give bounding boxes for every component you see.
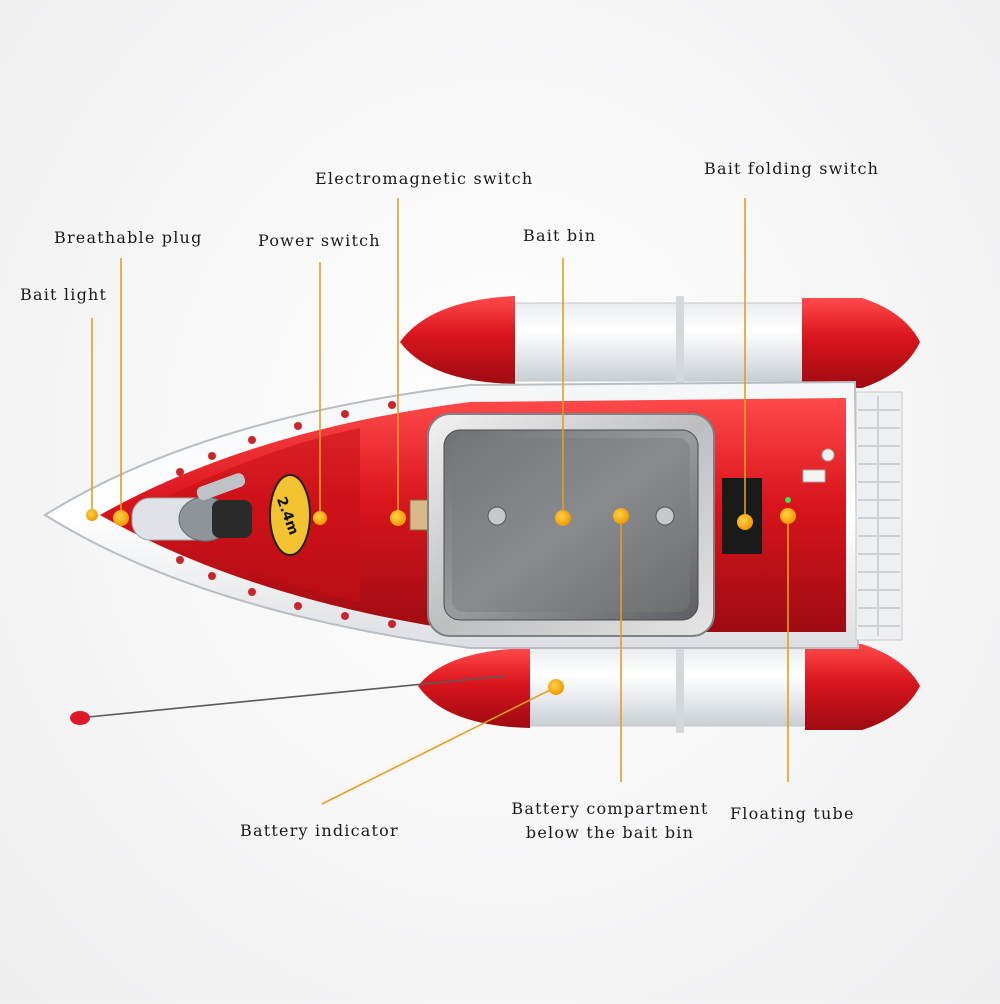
marker-power-switch bbox=[313, 511, 327, 525]
label-battery-compartment: Battery compartment below the bait bin bbox=[510, 797, 710, 845]
marker-battery-indicator bbox=[548, 679, 564, 695]
label-breathable-plug: Breathable plug bbox=[54, 228, 203, 247]
hull-badge bbox=[269, 474, 311, 556]
label-bait-bin: Bait bin bbox=[523, 226, 597, 245]
top-float-tail-cap bbox=[802, 298, 920, 388]
marker-bait-bin bbox=[555, 510, 571, 526]
bottom-floating-tube bbox=[418, 644, 920, 733]
marker-electromagnetic-switch bbox=[390, 510, 406, 526]
breathable-plug-knob bbox=[212, 500, 252, 538]
marker-battery-compartment bbox=[613, 508, 629, 524]
antenna-wire bbox=[77, 675, 506, 719]
label-battery-compartment-line2: below the bait bin bbox=[525, 823, 695, 842]
top-floating-tube bbox=[400, 296, 920, 388]
marker-bait-folding-switch bbox=[737, 514, 753, 530]
marker-bait-light bbox=[86, 509, 98, 521]
bait-bin-tray bbox=[427, 413, 715, 637]
label-battery-compartment-line1: Battery compartment bbox=[511, 799, 709, 818]
label-battery-indicator: Battery indicator bbox=[240, 821, 399, 840]
label-bait-light: Bait light bbox=[20, 285, 108, 304]
label-floating-tube: Floating tube bbox=[730, 804, 855, 823]
top-float-nose-cap bbox=[400, 296, 515, 384]
marker-floating-tube bbox=[780, 508, 796, 524]
antenna-tip bbox=[70, 711, 90, 725]
label-electromagnetic-switch: Electromagnetic switch bbox=[315, 169, 534, 188]
marker-breathable-plug bbox=[113, 510, 129, 526]
bottom-float-nose-cap bbox=[418, 648, 530, 728]
label-bait-folding-switch: Bait folding switch bbox=[704, 159, 880, 178]
label-power-switch: Power switch bbox=[258, 231, 381, 250]
bottom-float-tail-cap bbox=[805, 644, 920, 730]
leader-battery-indicator bbox=[321, 686, 557, 805]
